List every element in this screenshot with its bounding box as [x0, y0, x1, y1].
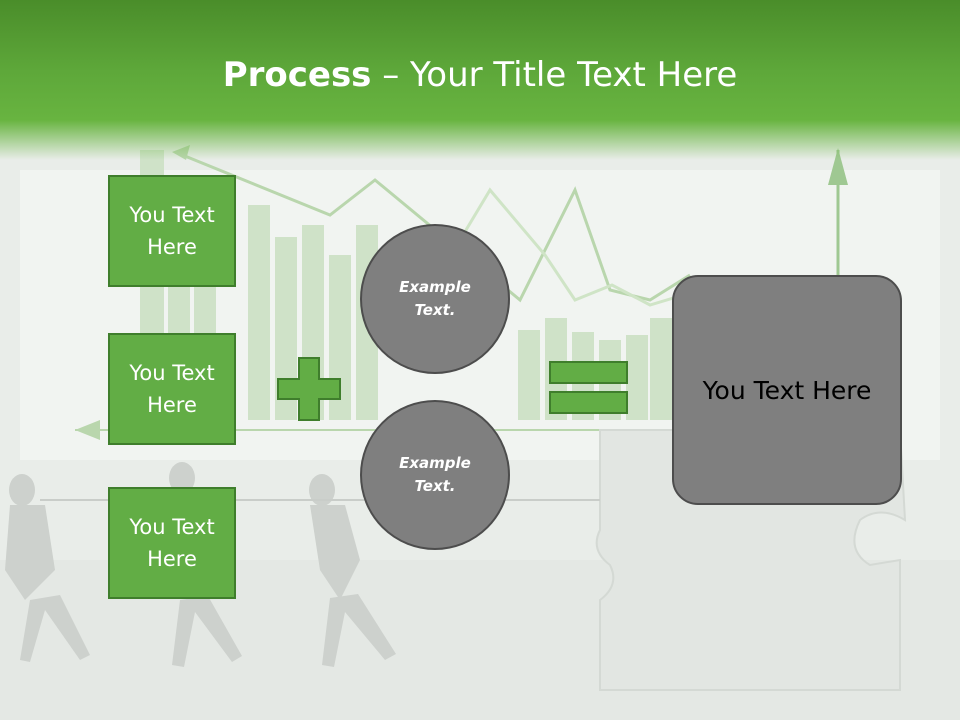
text-box-1[interactable]: You Text Here	[108, 175, 236, 287]
title-bold: Process	[222, 55, 372, 95]
equals-icon	[549, 361, 628, 414]
title-rest: – Your Title Text Here	[371, 55, 738, 95]
text-box-2[interactable]: You Text Here	[108, 333, 236, 445]
circle-label: Example Text.	[399, 278, 471, 319]
text-box-label: You Text Here	[129, 361, 215, 417]
result-label: You Text Here	[702, 375, 872, 405]
text-box-label: You Text Here	[129, 203, 215, 259]
example-circle-1[interactable]: Example Text.	[360, 224, 510, 374]
text-box-3[interactable]: You Text Here	[108, 487, 236, 599]
text-box-label: You Text Here	[129, 515, 215, 571]
slide-title: Process – Your Title Text Here	[0, 52, 960, 98]
circle-label: Example Text.	[399, 454, 471, 495]
example-circle-2[interactable]: Example Text.	[360, 400, 510, 550]
header-band	[0, 0, 960, 160]
result-box[interactable]: You Text Here	[672, 275, 902, 505]
plus-icon	[277, 357, 341, 421]
